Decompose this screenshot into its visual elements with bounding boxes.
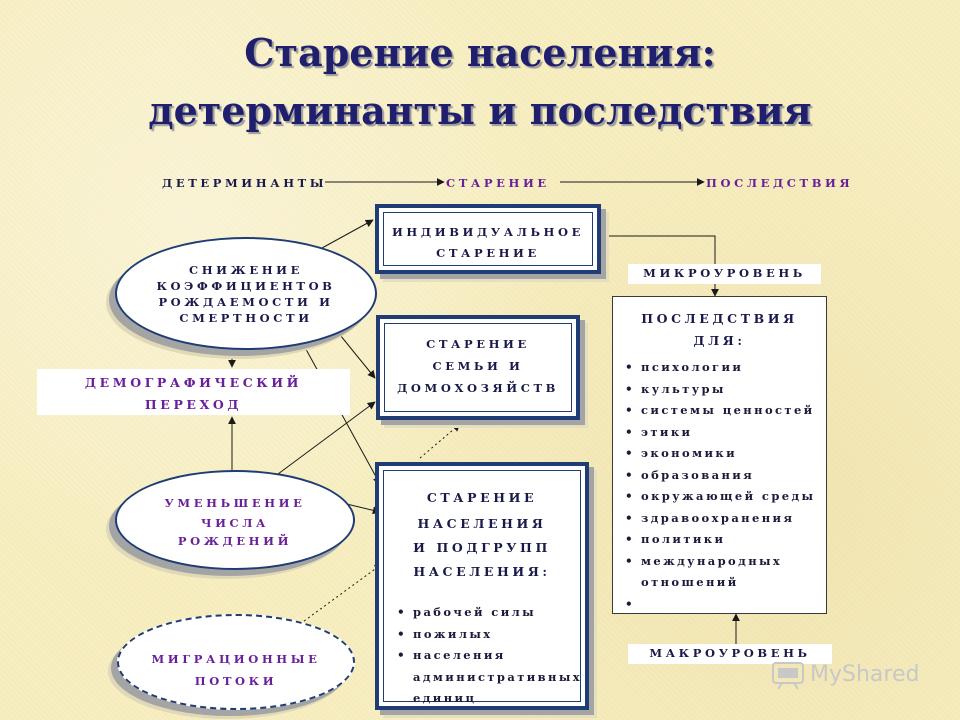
demographic-line-2: ПЕРЕХОД (144, 397, 243, 412)
list-item: политики (625, 529, 815, 551)
arrow-reduction-family (335, 329, 376, 379)
arrow-population-family (419, 423, 461, 459)
title-line-1: Старение населения: (244, 30, 716, 75)
population-line-2: НАСЕЛЕНИЯ (417, 516, 547, 531)
list-item: системы ценностей (625, 400, 815, 422)
reduction-line-2: КОЭФФИЦИЕНТОВ (156, 279, 336, 293)
family-line-3: ДОМОХОЗЯЙСТВ (397, 381, 559, 395)
projector-icon (772, 662, 804, 690)
population-aging-box: СТАРЕНИЕ НАСЕЛЕНИЯ И ПОДГРУПП НАСЕЛЕНИЯ:… (375, 462, 589, 710)
migration-line-1: МИГРАЦИОННЫЕ (151, 652, 321, 666)
title-line-2: детерминанты и последствия (148, 88, 812, 133)
consequences-box: ПОСЛЕДСТВИЯ ДЛЯ: психологии культуры сис… (612, 296, 827, 615)
individual-aging-box: ИНДИВИДУАЛЬНОЕ СТАРЕНИЕ (375, 204, 601, 274)
family-line-2: СЕМЬИ И (432, 359, 524, 373)
decrease-ellipse: УМЕНЬШЕНИЕ ЧИСЛА РОЖДЕНИЙ (115, 470, 355, 570)
list-item: образования (625, 465, 815, 487)
header-consequences: ПОСЛЕДСТВИЯ (706, 176, 854, 190)
arrow-reduction-individual (321, 219, 374, 249)
watermark: MyShared (770, 658, 930, 694)
reduction-ellipse: СНИЖЕНИЕ КОЭФФИЦИЕНТОВ РОЖДАЕМОСТИ И СМЕ… (115, 237, 377, 350)
consequences-list: психологии культуры системы ценностей эт… (625, 357, 815, 615)
macrolevel-text: МАКРОУРОВЕНЬ (649, 646, 811, 660)
watermark-text: MyShared (810, 662, 920, 687)
list-item: пожилых (397, 624, 582, 646)
arrow-migration-population (299, 563, 383, 625)
population-line-1: СТАРЕНИЕ (426, 490, 538, 505)
list-item: этики (625, 422, 815, 444)
decrease-line-3: РОЖДЕНИЙ (177, 534, 293, 548)
microlevel-text: МИКРОУРОВЕНЬ (643, 266, 806, 280)
list-item: здравоохранения (625, 508, 815, 530)
reduction-line-1: СНИЖЕНИЕ (188, 263, 304, 277)
reduction-line-4: СМЕРТНОСТИ (179, 311, 313, 325)
population-line-3: И ПОДГРУПП (413, 540, 551, 555)
family-line-1: СТАРЕНИЕ (426, 337, 530, 351)
migration-ellipse: МИГРАЦИОННЫЕ ПОТОКИ (117, 614, 355, 710)
decrease-line-2: ЧИСЛА (200, 516, 270, 530)
demographic-transition-box: ДЕМОГРАФИЧЕСКИЙ ПЕРЕХОД (37, 369, 350, 415)
consequences-title-1: ПОСЛЕДСТВИЯ (641, 311, 798, 326)
migration-line-2: ПОТОКИ (194, 674, 278, 688)
reduction-line-3: РОЖДАЕМОСТИ И (158, 295, 334, 309)
list-item: экономики (625, 443, 815, 465)
list-item: рабочей силы (397, 602, 582, 624)
header-determinants: ДЕТЕРМИНАНТЫ (162, 176, 328, 190)
family-aging-box: СТАРЕНИЕ СЕМЬИ И ДОМОХОЗЯЙСТВ (376, 315, 580, 420)
header-aging: СТАРЕНИЕ (446, 176, 550, 190)
microlevel-label: МИКРОУРОВЕНЬ (628, 264, 821, 284)
population-list: рабочей силы пожилых населения администр… (397, 602, 582, 710)
list-item: международных отношений (625, 551, 815, 594)
list-item: окружающей среды (625, 486, 815, 508)
consequences-title-2: ДЛЯ: (693, 333, 746, 348)
decrease-line-1: УМЕНЬШЕНИЕ (164, 496, 306, 510)
individual-line-1: ИНДИВИДУАЛЬНОЕ (391, 225, 585, 239)
demographic-line-1: ДЕМОГРАФИЧЕСКИЙ (84, 375, 303, 390)
individual-line-2: СТАРЕНИЕ (436, 246, 540, 260)
list-item: психологии (625, 357, 815, 379)
population-line-4: НАСЕЛЕНИЯ: (413, 564, 551, 579)
list-item: культуры (625, 379, 815, 401)
list-item: населения административных единиц (397, 645, 582, 710)
arrow-decrease-family (277, 401, 376, 475)
macrolevel-label: МАКРОУРОВЕНЬ (628, 644, 832, 664)
